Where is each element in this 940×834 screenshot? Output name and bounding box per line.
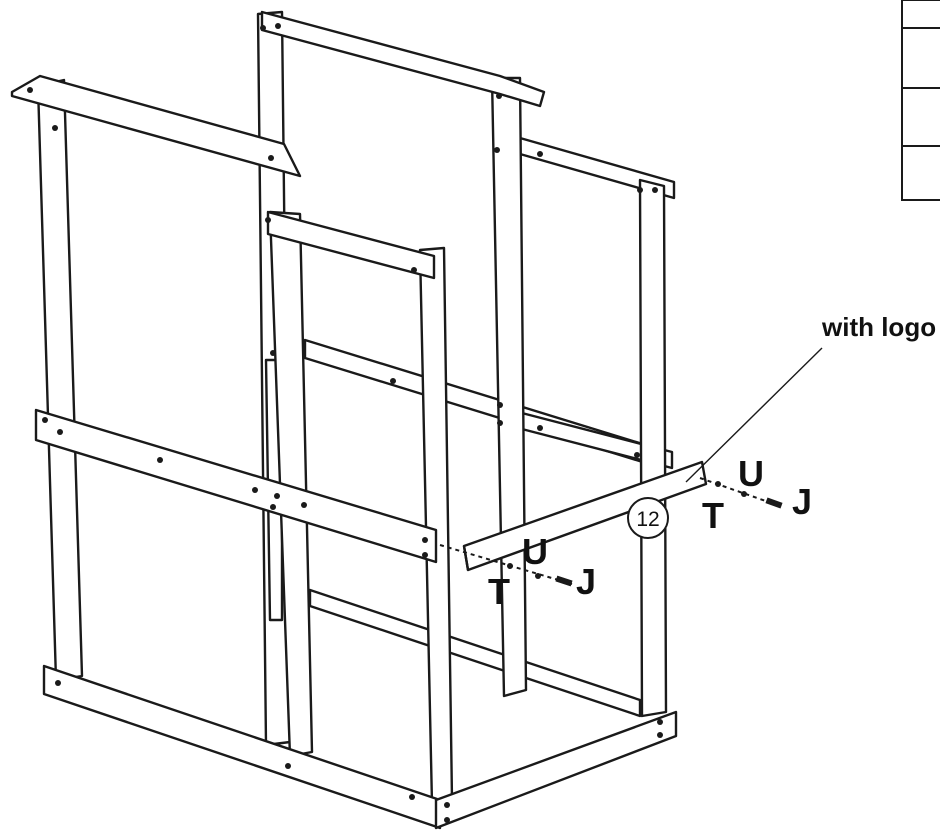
- bolt-holes: [27, 23, 663, 823]
- with-logo-label: with logo: [821, 312, 936, 342]
- beam-upper-front-rail: [266, 210, 436, 280]
- part-number-callout: 12: [627, 497, 669, 539]
- beam-bottom-front-rail: [42, 664, 442, 830]
- hardware-label-j-left: J: [576, 561, 596, 602]
- post-back-right: [638, 178, 668, 718]
- hardware-label-u-left: U: [522, 531, 548, 572]
- hardware-label-u-right: U: [738, 453, 764, 494]
- post-front-left: [36, 78, 84, 682]
- beam-middle-front-rail: [34, 408, 438, 564]
- beam-top-left-rail: [10, 74, 302, 178]
- hardware-label-j-right: J: [792, 481, 812, 522]
- hardware-group-left: U T J: [439, 531, 596, 612]
- beam-bottom-right-rail: [434, 710, 678, 830]
- with-logo-leader-line: [685, 347, 823, 483]
- back-frame: [256, 10, 676, 747]
- part-number-label: 12: [636, 508, 659, 531]
- hardware-label-t-left: T: [488, 571, 510, 612]
- beam-lower-inner-rail: [308, 588, 642, 718]
- beam-top-rail: [260, 10, 546, 108]
- post-front-center: [268, 210, 314, 758]
- hardware-label-t-right: T: [702, 495, 724, 536]
- parts-table: [901, 0, 940, 201]
- front-frame: [10, 74, 678, 830]
- hardware-group-right: U T J: [699, 453, 812, 536]
- part-12-beam: [462, 460, 708, 572]
